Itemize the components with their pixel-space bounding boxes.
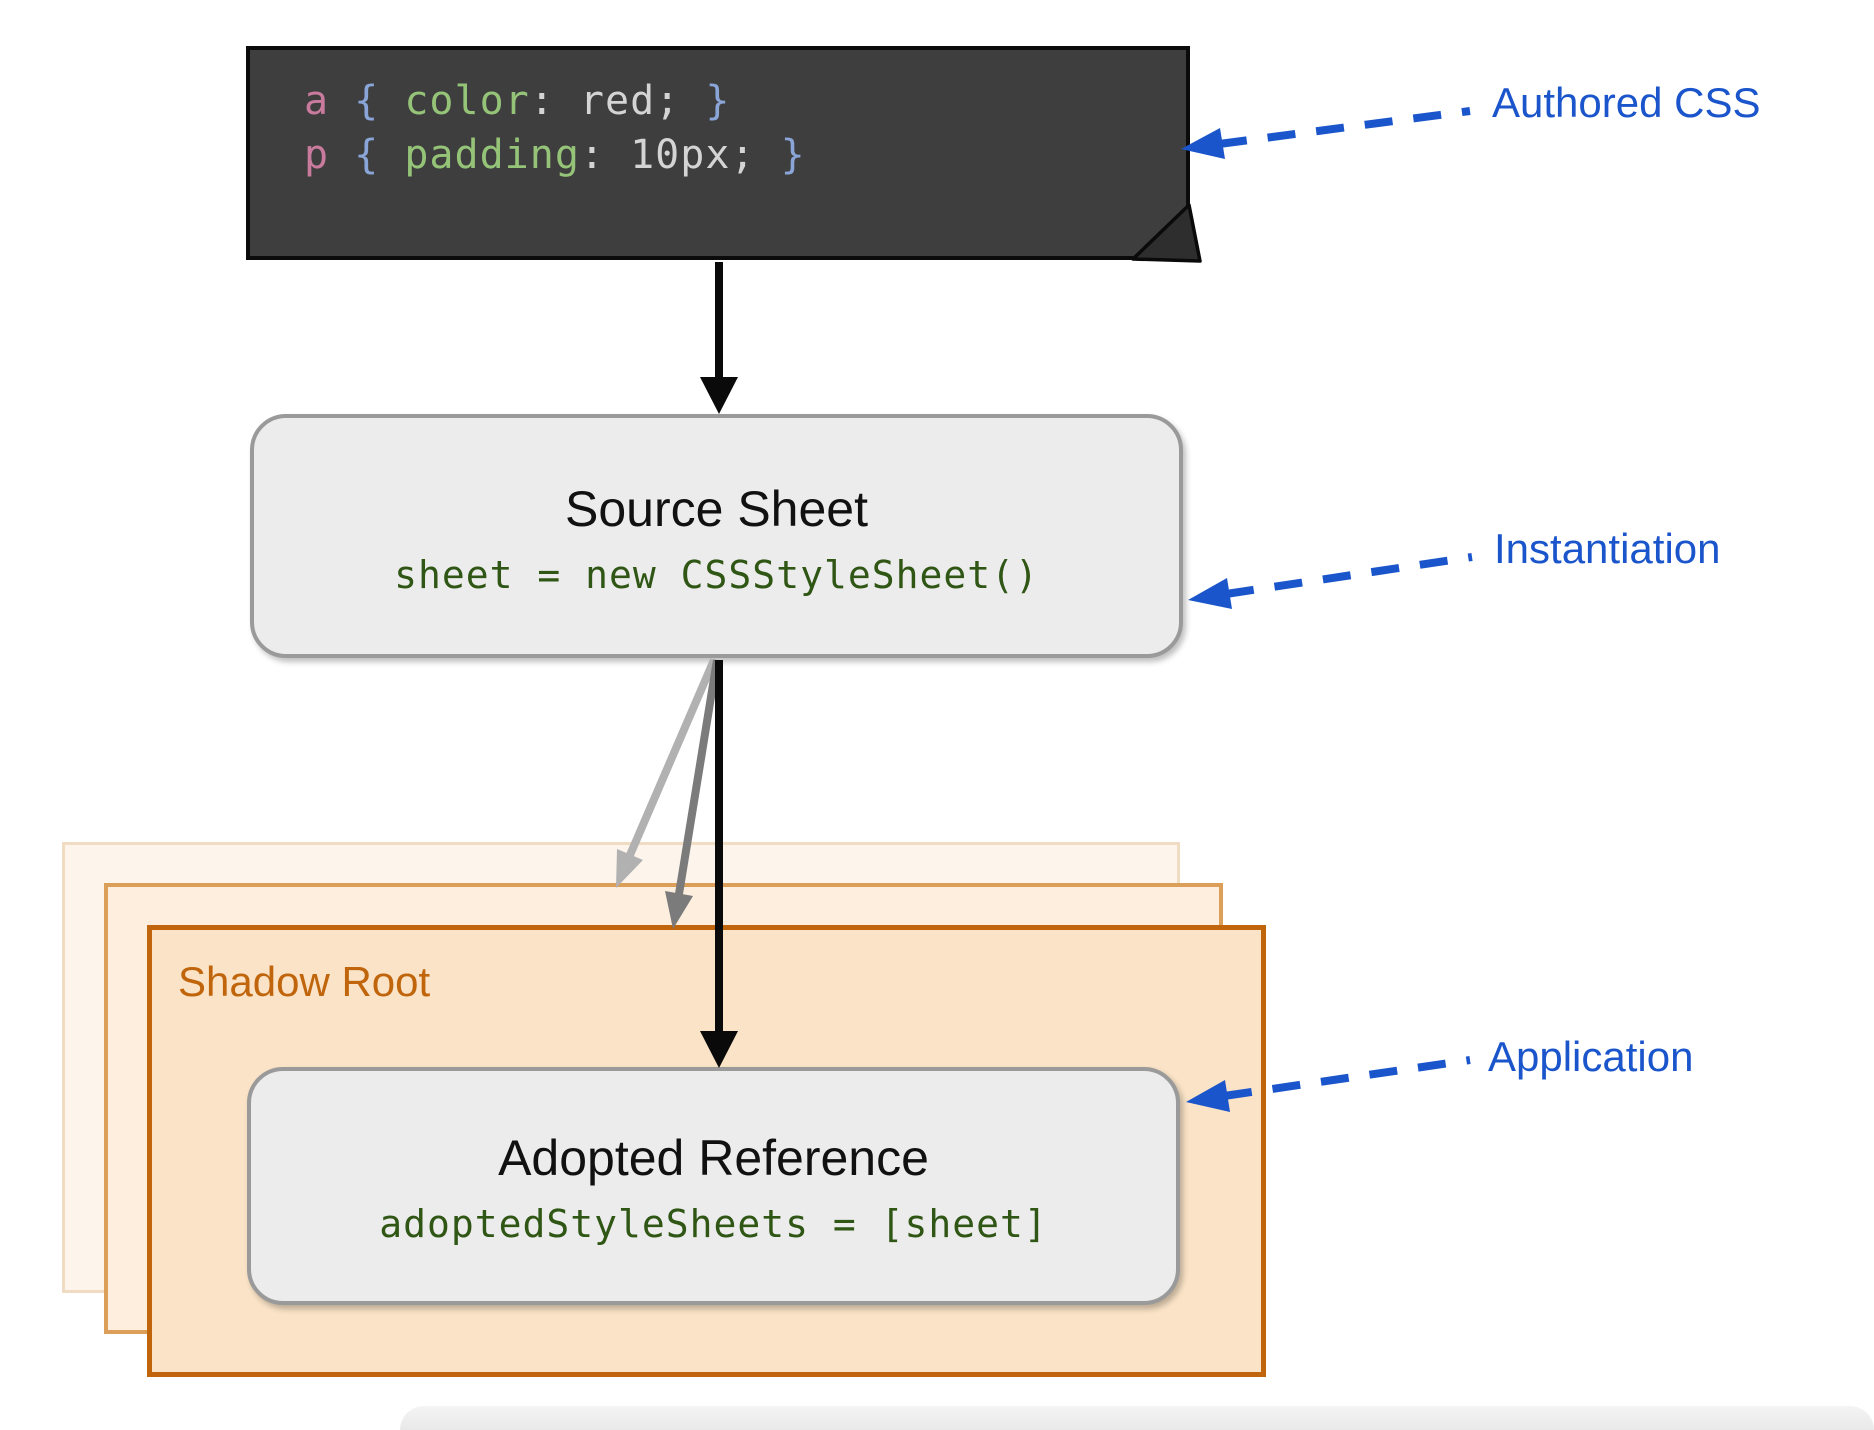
label-instantiation: Instantiation (1494, 525, 1721, 572)
css-code-line-2: p { padding: 10px; } (304, 132, 806, 178)
adopted-reference-title: Adopted Reference (498, 1130, 929, 1187)
authored-css-box: a { color: red; } p { padding: 10px; } (246, 46, 1190, 260)
css-code-line-1: a { color: red; } (304, 78, 731, 124)
source-sheet-code: sheet = new CSSStyleSheet() (394, 552, 1039, 597)
bottom-edge-artifact (400, 1406, 1874, 1430)
arrow-authored-to-source (700, 262, 738, 414)
source-sheet-title: Source Sheet (565, 481, 868, 538)
source-sheet-box: Source Sheet sheet = new CSSStyleSheet() (250, 414, 1183, 658)
shadow-root-label: Shadow Root (178, 958, 431, 1005)
adopted-reference-box: Adopted Reference adoptedStyleSheets = [… (247, 1067, 1180, 1305)
label-authored-css: Authored CSS (1492, 79, 1761, 126)
annotation-arrow-authored (1181, 107, 1471, 159)
adopted-reference-code: adoptedStyleSheets = [sheet] (379, 1201, 1048, 1246)
label-application: Application (1488, 1033, 1694, 1080)
annotation-arrow-instantiation (1188, 553, 1473, 609)
